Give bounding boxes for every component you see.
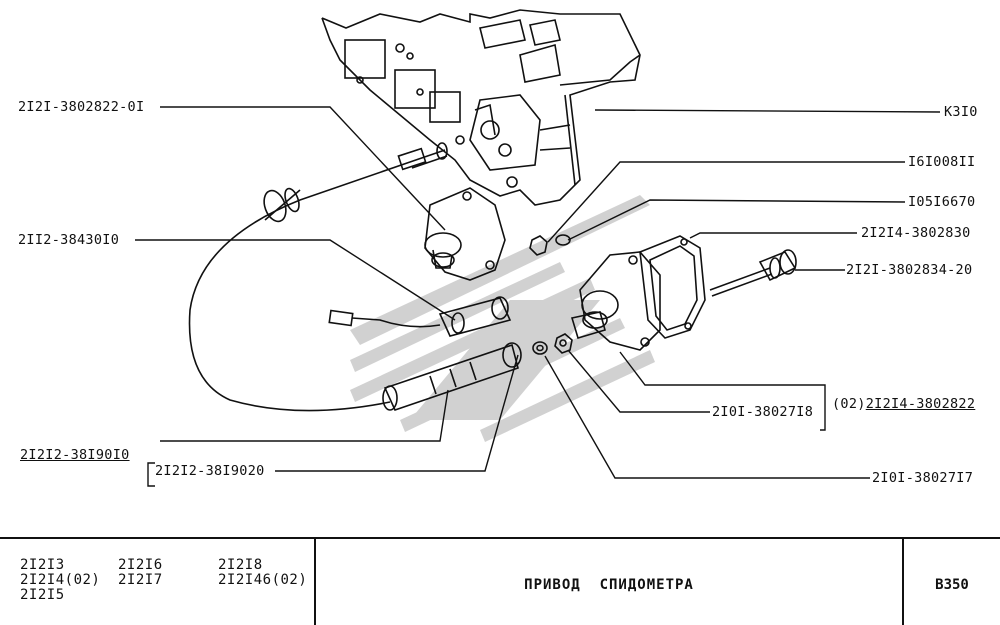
model-item: 2I2I8 [218,557,263,573]
model-item: 2I2I6 [118,557,163,573]
speedometer-cable [188,142,448,412]
sensor-wire [328,296,512,337]
label-housing-assy-prefix: (02) [832,396,866,412]
driven-gear-shaft [709,249,797,297]
label-part-718: 2I0I-38027I8 [712,404,814,420]
label-cable-2i2i2-alt: 2I2I2-38I9020 [155,463,265,479]
model-item: 2I2I46(02) [218,572,308,588]
label-part-717: 2I0I-38027I7 [872,470,974,486]
model-item: 2I2I3 [20,557,65,573]
small-parts [529,234,573,355]
model-item: 2I2I4(02) [20,572,101,588]
label-housing: 2I2I4-3802830 [861,225,971,241]
lower-cable [382,342,522,411]
model-list: 2I2I3 2I2I4(02) 2I2I5 2I2I6 2I2I7 2I2I8 … [0,539,316,625]
label-k310: K3I0 [944,104,978,120]
model-item: 2I2I7 [118,572,163,588]
label-housing-assy-number: 2I2I4-3802822 [865,396,976,412]
label-washer: I05I6670 [908,194,976,210]
leader-lines [135,106,941,487]
label-cable-2i2i2: 2I2I2-38I90I0 [20,447,130,463]
label-housing-assy: (02)2I2I4-3802822 [832,396,975,412]
drawing-title: ПРИВОД СПИДОМЕТРА [524,577,694,593]
gasket [639,235,706,339]
upper-housing [424,187,506,281]
drawing-code-cell: B350 [904,539,1000,625]
drawing-code: B350 [935,577,969,593]
engine-block [321,9,641,206]
label-cable-assembly: 2I2I-3802822-0I [18,99,145,115]
label-intermediate-gear: 2II2-38430I0 [18,232,120,248]
drawing-title-cell: ПРИВОД СПИДОМЕТРА [316,539,904,625]
label-driven-gear: 2I2I-3802834-20 [846,262,973,278]
lower-housing [570,251,661,351]
label-nut: I6I008II [908,154,976,170]
model-item: 2I2I5 [20,587,65,603]
title-block: 2I2I3 2I2I4(02) 2I2I5 2I2I6 2I2I7 2I2I8 … [0,537,1000,625]
